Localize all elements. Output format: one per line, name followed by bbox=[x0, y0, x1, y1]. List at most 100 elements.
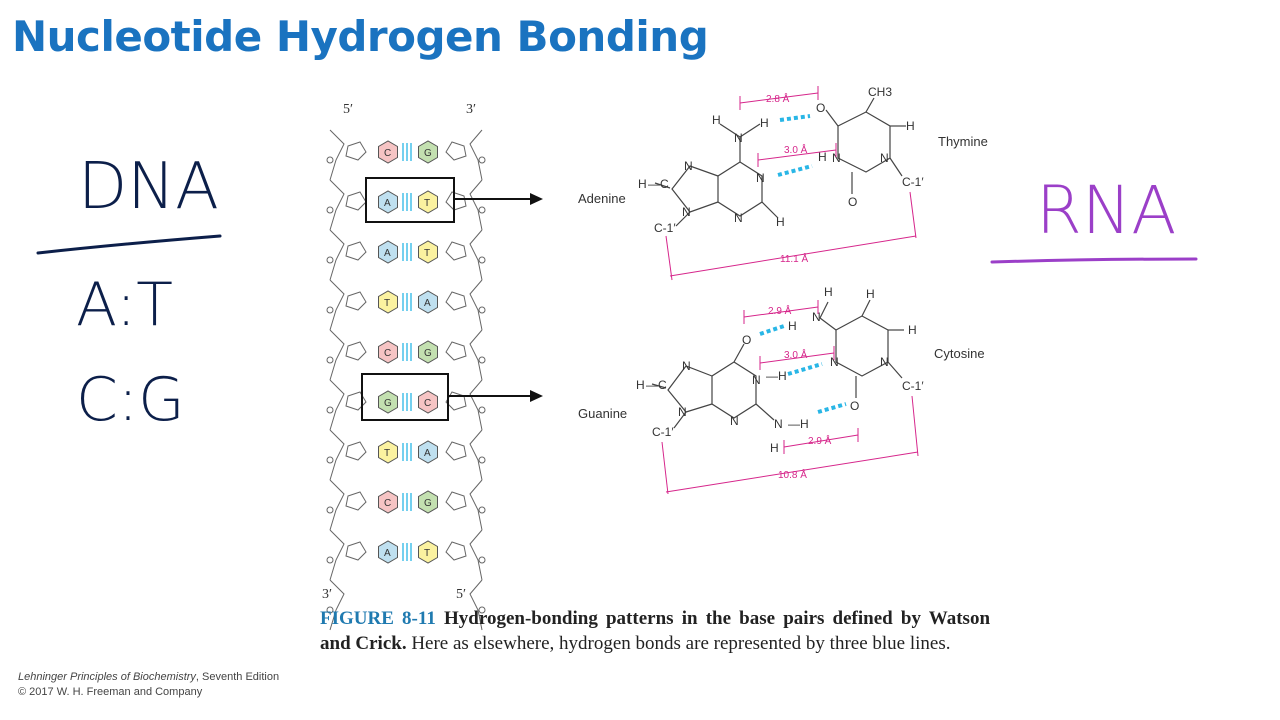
backbone-right-segment bbox=[469, 529, 483, 581]
phosphate-left bbox=[326, 556, 334, 564]
textbook-credit: Lehninger Principles of Biochemistry, Se… bbox=[18, 670, 279, 700]
adenine-label: Adenine bbox=[578, 191, 626, 206]
base-right-letter: T bbox=[424, 248, 430, 259]
sugar-right bbox=[445, 291, 467, 311]
backbone-left-segment bbox=[329, 529, 345, 581]
svg-text:H: H bbox=[818, 150, 827, 164]
svg-text:N: N bbox=[730, 414, 739, 428]
phosphate-left bbox=[326, 456, 334, 464]
phosphate-right bbox=[478, 206, 486, 214]
base-left bbox=[378, 190, 398, 214]
base-right bbox=[418, 440, 438, 464]
base-right bbox=[418, 190, 438, 214]
figure-caption: FIGURE 8-11 Hydrogen-bonding patterns in… bbox=[320, 606, 990, 656]
phosphate-right bbox=[478, 356, 486, 364]
sugar-right bbox=[445, 541, 467, 561]
svg-text:H: H bbox=[770, 441, 779, 455]
at-dist-top: 2.8 Å bbox=[766, 92, 790, 105]
backbone-left-segment bbox=[329, 229, 345, 281]
sugar-left bbox=[345, 141, 367, 161]
gc-dimensions bbox=[661, 300, 919, 495]
backbone-right-segment bbox=[469, 179, 483, 231]
svg-text:H: H bbox=[776, 215, 785, 229]
backbone-left-segment bbox=[329, 279, 345, 331]
svg-text:H: H bbox=[824, 285, 833, 299]
base-left-letter: C bbox=[384, 148, 391, 159]
strand-label-5prime-top: 5′ bbox=[343, 102, 353, 117]
svg-text:—H: —H bbox=[788, 417, 809, 431]
svg-text:—C: —C bbox=[648, 177, 669, 191]
gc-atom-labels: O N H —C N N —H N N —H H N H H H H N N O… bbox=[636, 285, 924, 455]
sugar-right bbox=[445, 441, 467, 461]
backbone-left-segment bbox=[329, 129, 345, 181]
phosphate-right bbox=[478, 456, 486, 464]
svg-text:N: N bbox=[682, 205, 691, 219]
svg-text:O: O bbox=[816, 101, 825, 115]
backbone-left-segment bbox=[329, 329, 345, 381]
arrowhead-gc bbox=[530, 390, 543, 402]
svg-text:N: N bbox=[752, 373, 761, 387]
backbone-right-segment bbox=[469, 479, 483, 531]
dna-underline bbox=[36, 234, 222, 255]
at-dist-mid: 3.0 Å bbox=[784, 143, 808, 156]
backbone-right-segment bbox=[469, 329, 483, 381]
sugar-left bbox=[345, 541, 367, 561]
base-right-letter: G bbox=[424, 348, 432, 359]
svg-text:N: N bbox=[734, 211, 743, 225]
svg-text:H: H bbox=[908, 323, 917, 337]
base-left bbox=[378, 440, 398, 464]
gc-sugar-left: C-1′ bbox=[652, 425, 674, 439]
base-left bbox=[378, 490, 398, 514]
at-atom-labels: N H H N H —C N N N H O N H N O H CH3 C-1… bbox=[638, 85, 924, 235]
base-left bbox=[378, 390, 398, 414]
sugar-right bbox=[445, 491, 467, 511]
backbone-left-segment bbox=[329, 579, 345, 631]
base-left bbox=[378, 290, 398, 314]
gc-sugar-right: C-1′ bbox=[902, 379, 924, 393]
at-dimensions bbox=[665, 86, 917, 281]
svg-text:H: H bbox=[866, 287, 875, 301]
base-left-letter: C bbox=[384, 348, 391, 359]
backbone-left-segment bbox=[329, 179, 345, 231]
gc-dist-mid: 3.0 Å bbox=[784, 348, 808, 361]
phosphate-left bbox=[326, 206, 334, 214]
phosphate-right bbox=[478, 306, 486, 314]
caption-figure-number: FIGURE 8-11 bbox=[320, 608, 436, 629]
base-left bbox=[378, 540, 398, 564]
svg-text:N: N bbox=[880, 151, 889, 165]
phosphate-right bbox=[478, 156, 486, 164]
credit-edition: , Seventh Edition bbox=[195, 671, 280, 683]
base-left-letter: A bbox=[384, 248, 391, 259]
phosphate-right bbox=[478, 556, 486, 564]
gc-hbond-1 bbox=[759, 324, 785, 336]
handwriting-cg: C:G bbox=[76, 365, 185, 435]
phosphate-right bbox=[478, 406, 486, 414]
phosphate-left bbox=[326, 256, 334, 264]
svg-text:N: N bbox=[812, 310, 821, 324]
base-right-letter: G bbox=[424, 498, 432, 509]
strand-label-3prime-top: 3′ bbox=[466, 102, 476, 117]
slide-title: Nucleotide Hydrogen Bonding bbox=[12, 12, 709, 61]
caption-body-text: Here as elsewhere, hydrogen bonds are re… bbox=[411, 633, 951, 654]
guanine-label: Guanine bbox=[578, 406, 627, 421]
handwriting-rna: RNA bbox=[1036, 172, 1177, 249]
sugar-left bbox=[345, 341, 367, 361]
at-hbond-2 bbox=[777, 164, 813, 177]
phosphate-left bbox=[326, 506, 334, 514]
svg-text:H: H bbox=[788, 319, 797, 333]
base-left-letter: A bbox=[384, 548, 391, 559]
phosphate-left bbox=[326, 356, 334, 364]
svg-text:H: H bbox=[638, 177, 647, 191]
sugar-left bbox=[345, 491, 367, 511]
arrowhead-at bbox=[530, 193, 543, 205]
phosphate-right bbox=[478, 606, 486, 614]
svg-text:N: N bbox=[880, 355, 889, 369]
backbone-right-segment bbox=[469, 579, 483, 631]
sugar-right bbox=[445, 241, 467, 261]
base-right-letter: T bbox=[424, 548, 430, 559]
backbone-right-segment bbox=[469, 129, 483, 181]
svg-text:N: N bbox=[774, 417, 783, 431]
sugar-right bbox=[445, 191, 467, 211]
svg-text:H: H bbox=[906, 119, 915, 133]
